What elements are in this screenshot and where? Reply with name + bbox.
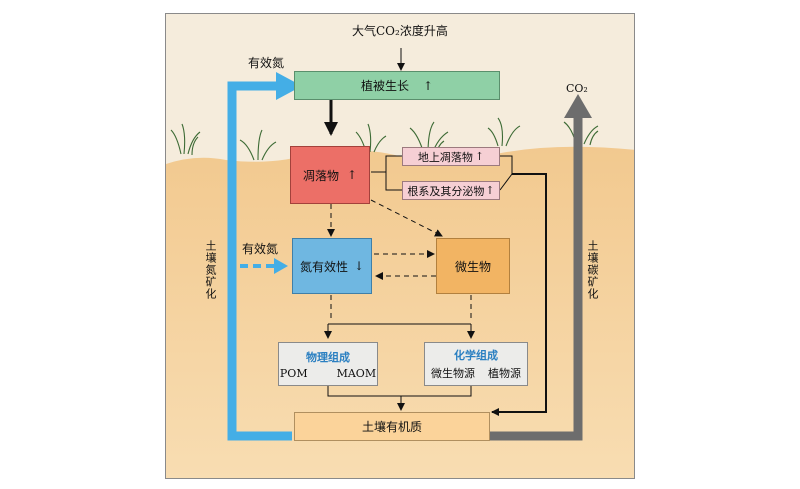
n-availability-box: 氮有效性 ↓ — [292, 238, 372, 294]
soil-c-mineralization-path — [486, 116, 583, 441]
litter-bracket — [371, 155, 513, 191]
roots-exudates-box: 根系及其分泌物 ↑ — [402, 181, 500, 200]
roots-exudates-trend-icon: ↑ — [485, 184, 495, 197]
available-n-left-label: 有效氮 — [242, 242, 279, 256]
litter-box: 凋落物 ↑ — [290, 146, 370, 204]
microbes-box: 微生物 — [436, 238, 510, 294]
soil-organic-matter-label: 土壤有机质 — [361, 420, 422, 434]
soil-organic-matter-box: 土壤有机质 — [294, 412, 490, 441]
soil-n-mineralization-path — [227, 81, 292, 441]
litter-to-microbes-arrow — [370, 199, 443, 237]
soil-n-mineralization-label: 土壤氮矿化 — [204, 240, 217, 300]
roots-to-som-arrow — [491, 173, 547, 416]
pom-label: POM — [279, 366, 308, 380]
top-co2-label: 大气CO₂浓度升高 — [352, 24, 448, 38]
physical-composition-box: 物理组成 POM MAOM — [278, 342, 378, 386]
roots-exudates-label: 根系及其分泌物 — [407, 184, 485, 198]
chemical-composition-title: 化学组成 — [454, 349, 498, 362]
chemical-composition-box: 化学组成 微生物源 植物源 — [424, 342, 528, 386]
soil-layer — [166, 146, 634, 478]
litter-trend-icon: ↑ — [346, 168, 358, 182]
plant-growth-trend-icon: ↑ — [422, 78, 434, 93]
aboveground-litter-label: 地上凋落物 — [417, 150, 473, 164]
composition-join — [327, 386, 472, 397]
n-availability-label: 氮有效性 — [299, 259, 348, 274]
soil-n-mineralization-arrowhead — [276, 72, 302, 100]
n-availability-trend-icon: ↓ — [353, 259, 365, 273]
plant-source-label: 植物源 — [488, 367, 521, 380]
aboveground-litter-box: 地上凋落物 ↑ — [402, 147, 500, 166]
diagram-frame: 大气CO₂浓度升高 有效氮 CO₂ 植被生长 ↑ 凋落物 ↑ 地上凋落物 ↑ 根… — [165, 13, 635, 479]
available-n-top-label: 有效氮 — [248, 56, 285, 70]
plant-growth-label: 植被生长 — [360, 79, 409, 93]
maom-label: MAOM — [336, 366, 377, 380]
available-n-input-arrowhead — [274, 258, 288, 274]
aboveground-litter-trend-icon: ↑ — [474, 150, 485, 163]
plant-growth-box: 植被生长 ↑ — [294, 71, 500, 100]
physical-composition-title: 物理组成 — [306, 350, 350, 364]
soil-c-mineralization-label: 土壤碳矿化 — [586, 240, 599, 300]
co2-output-label: CO₂ — [566, 82, 588, 95]
microbial-source-label: 微生物源 — [431, 367, 475, 380]
litter-label: 凋落物 — [302, 168, 339, 183]
soil-c-mineralization-arrowhead — [564, 94, 592, 118]
microbes-label: 微生物 — [454, 259, 491, 274]
